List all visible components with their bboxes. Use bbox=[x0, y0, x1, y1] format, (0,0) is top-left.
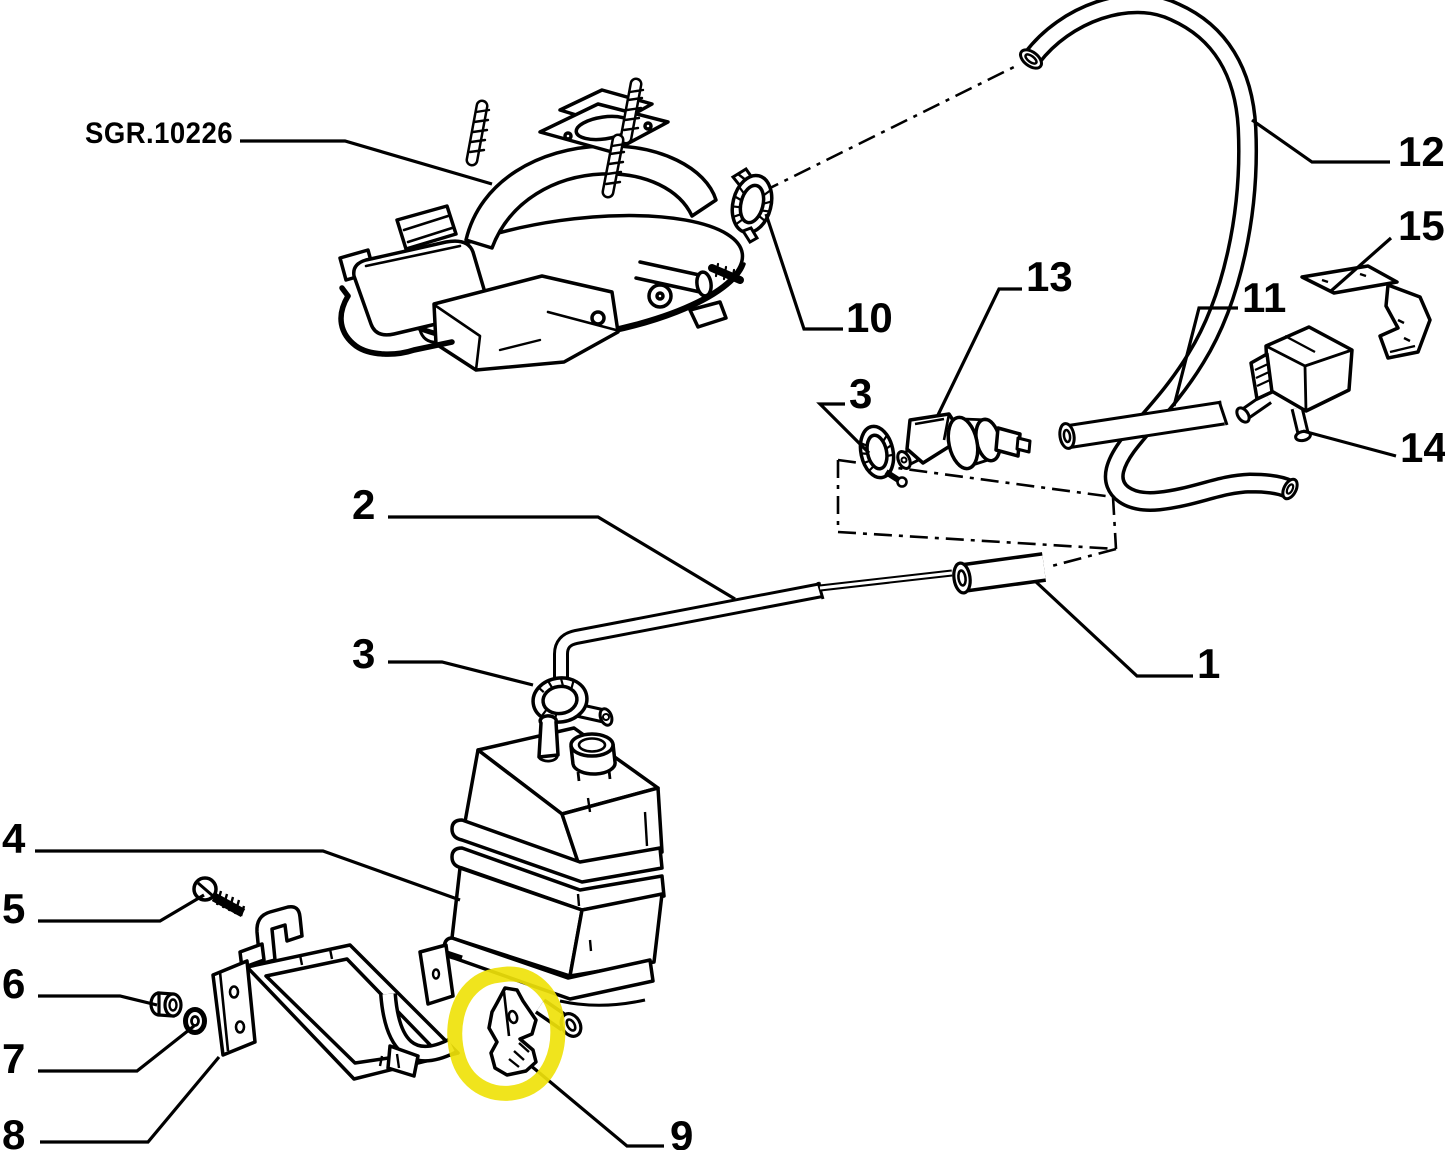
clamp-3a-drawing bbox=[858, 424, 908, 488]
leader-10 bbox=[764, 213, 843, 331]
bracket-15-drawing bbox=[1300, 264, 1432, 360]
callout-13: 13 bbox=[1026, 253, 1073, 300]
leader-3a bbox=[816, 402, 871, 455]
sleeve-1-drawing bbox=[952, 552, 1047, 595]
callout-11: 11 bbox=[1242, 274, 1286, 321]
callout-3b: 3 bbox=[352, 630, 375, 677]
leader-4 bbox=[35, 849, 461, 902]
leader-6 bbox=[38, 994, 158, 1007]
callout-5: 5 bbox=[2, 885, 25, 932]
washer-7-drawing bbox=[183, 1007, 207, 1035]
valve-13-drawing bbox=[896, 412, 1032, 471]
leader-line-9 bbox=[522, 1058, 664, 1148]
callout-8: 8 bbox=[2, 1111, 25, 1150]
leader-14 bbox=[1302, 429, 1397, 458]
callout-6: 6 bbox=[2, 960, 25, 1007]
leader-11 bbox=[1172, 306, 1238, 407]
leader-lines bbox=[35, 118, 1397, 1144]
leader-15 bbox=[1329, 236, 1393, 293]
leader-2 bbox=[388, 515, 736, 601]
tube-11-drawing bbox=[1058, 400, 1229, 450]
stud bbox=[619, 77, 645, 145]
leader-3b bbox=[388, 660, 534, 687]
bracket-8-drawing bbox=[211, 904, 463, 1081]
callout-9: 9 bbox=[670, 1112, 693, 1150]
callout-15: 15 bbox=[1398, 202, 1445, 249]
hose-12-drawing bbox=[1019, 0, 1299, 512]
callout-1: 1 bbox=[1197, 640, 1220, 687]
callout-labels: SGR.10226 10 12 15 11 13 14 3 2 3 1 4 5 … bbox=[2, 117, 1445, 1150]
pipe-2-drawing bbox=[553, 569, 953, 678]
leader-5 bbox=[38, 893, 205, 923]
carburetor-drawing bbox=[338, 77, 746, 372]
highlight-circle bbox=[447, 966, 566, 1101]
clamp-10-drawing bbox=[730, 166, 774, 245]
assembly-code-label: SGR.10226 bbox=[85, 117, 233, 150]
leader-sgr bbox=[240, 139, 493, 186]
stud bbox=[601, 133, 627, 199]
leader-13 bbox=[936, 287, 1022, 416]
callout-12: 12 bbox=[1398, 128, 1445, 175]
leader-1 bbox=[1033, 579, 1193, 678]
clamp-3b-drawing bbox=[531, 676, 614, 727]
leader-8 bbox=[40, 1055, 221, 1144]
callout-14: 14 bbox=[1400, 424, 1445, 471]
callout-7: 7 bbox=[2, 1035, 25, 1082]
callout-10: 10 bbox=[846, 294, 893, 341]
stud bbox=[465, 99, 491, 167]
leader-12 bbox=[1251, 118, 1390, 164]
bracket-9-drawing bbox=[487, 986, 538, 1077]
callout-2: 2 bbox=[352, 481, 375, 528]
screw-5-drawing bbox=[192, 876, 246, 917]
callout-3a: 3 bbox=[849, 370, 872, 417]
leader-7 bbox=[38, 1024, 195, 1073]
callout-4: 4 bbox=[2, 815, 26, 862]
alignment-dash-lines bbox=[761, 64, 1118, 569]
valve-14-drawing bbox=[1235, 325, 1354, 443]
